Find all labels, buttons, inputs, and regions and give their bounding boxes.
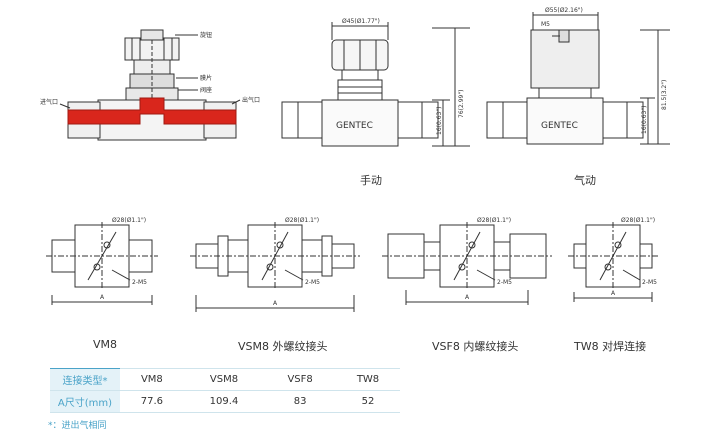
vsf8-drawing — [382, 222, 552, 305]
table-cell: VM8 — [120, 368, 184, 391]
tw8-dim-a: A — [611, 290, 616, 297]
manual-caption: 手动 — [360, 174, 382, 187]
table-cell: VSF8 — [264, 368, 336, 391]
manual-dim-overall: 76(2.99") — [458, 90, 465, 118]
table-row: A尺寸(mm) 77.6 109.4 83 52 — [50, 390, 400, 413]
vsm8-drawing — [190, 222, 360, 312]
table-cell: 77.6 — [120, 390, 184, 413]
table-cell: 83 — [264, 390, 336, 413]
label-outlet: 出气口 — [242, 96, 260, 104]
pneumatic-dim-body: 16(0.63") — [641, 106, 648, 134]
pneumatic-port: M5 — [541, 21, 550, 28]
label-diaphragm: 膜片 — [200, 74, 212, 82]
vsm8-caption: VSM8 外螺纹接头 — [238, 340, 328, 353]
vm8-dim-a: A — [100, 294, 105, 301]
table-row: 连接类型* VM8 VSM8 VSF8 TW8 — [50, 368, 400, 391]
manual-dim-body: 16(0.63") — [436, 107, 443, 135]
table-header-a-size: A尺寸(mm) — [50, 390, 120, 413]
vsf8-dim-a: A — [465, 294, 470, 301]
table-cell: 52 — [335, 390, 400, 413]
tw8-drawing — [568, 222, 658, 302]
size-table: 连接类型* VM8 VSM8 VSF8 TW8 A尺寸(mm) 77.6 109… — [50, 368, 400, 413]
manual-elevation — [281, 22, 470, 147]
vsf8-dim-hole: Ø28(Ø1.1") — [477, 217, 511, 224]
table-cell: VSM8 — [183, 368, 265, 391]
table-cell: 109.4 — [183, 390, 265, 413]
vm8-dim-thread: 2-M5 — [132, 279, 147, 286]
manual-brand: GENTEC — [336, 121, 373, 131]
label-knob: 旋钮 — [200, 31, 212, 39]
vsf8-dim-thread: 2-M5 — [497, 279, 512, 286]
vsm8-dim-hole: Ø28(Ø1.1") — [285, 217, 319, 224]
tw8-dim-thread: 2-M5 — [642, 279, 657, 286]
vm8-dim-hole: Ø28(Ø1.1") — [112, 217, 146, 224]
vm8-caption: VM8 — [93, 338, 118, 351]
table-cell: TW8 — [335, 368, 400, 391]
pneumatic-brand: GENTEC — [541, 121, 578, 131]
table-header-connection-type: 连接类型* — [50, 368, 120, 391]
pneumatic-caption: 气动 — [574, 174, 596, 187]
label-inlet: 进气口 — [40, 98, 58, 106]
vsm8-dim-a: A — [273, 300, 278, 307]
vm8-drawing — [46, 222, 158, 305]
manual-dim-top: Ø45(Ø1.77") — [342, 18, 380, 25]
vsm8-dim-thread: 2-M5 — [305, 279, 320, 286]
label-valve-seat: 阀座 — [200, 86, 212, 94]
pneumatic-dim-top: Ø55(Ø2.16") — [545, 7, 583, 14]
footnote: *：进出气相同 — [48, 421, 107, 431]
pneumatic-elevation — [486, 12, 670, 145]
tw8-caption: TW8 对焊连接 — [574, 340, 647, 353]
section-view — [59, 29, 241, 141]
pneumatic-dim-overall: 81.5(3.2") — [661, 80, 668, 110]
vsf8-caption: VSF8 内螺纹接头 — [432, 340, 519, 353]
tw8-dim-hole: Ø28(Ø1.1") — [621, 217, 655, 224]
